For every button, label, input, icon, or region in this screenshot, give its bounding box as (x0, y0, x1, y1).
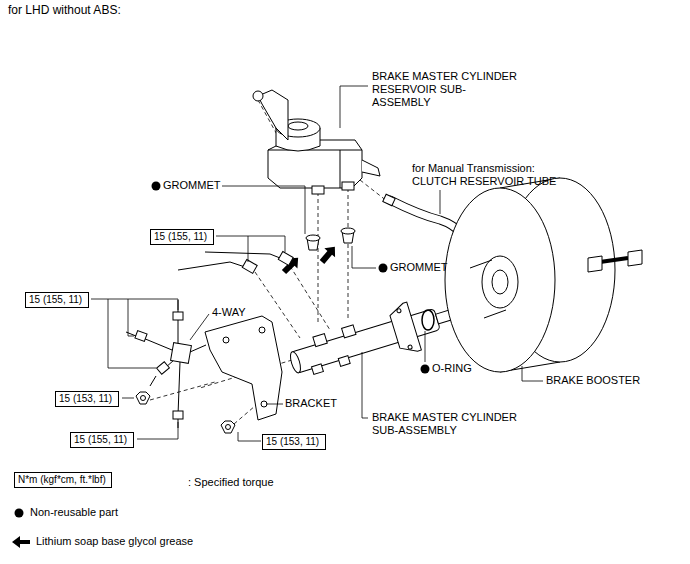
torque-box: 15 (153, 11) (262, 434, 326, 450)
torque-value: 15 (155, 11) (154, 231, 207, 242)
legend-torque-box: N*m (kgf*cm, ft.*lbf) (14, 472, 112, 488)
part-label: for Manual Transmission: CLUTCH RESERVOI… (412, 162, 562, 188)
legend-text: : Specified torque (188, 476, 274, 489)
part-label: BRAKE BOOSTER (546, 374, 640, 387)
legend-text: Lithium soap base glycol grease (36, 535, 193, 548)
torque-value: N*m (kgf*cm, ft.*lbf) (18, 474, 106, 485)
part-label: BRAKE MASTER CYLINDER RESERVOIR SUB-ASSE… (372, 70, 522, 109)
torque-value: 15 (155, 11) (74, 434, 127, 445)
torque-box: 15 (155, 11) (70, 432, 134, 448)
torque-box: 15 (155, 11) (150, 229, 214, 245)
legend-text: Non-reusable part (30, 506, 118, 519)
part-label: O-RING (432, 362, 472, 375)
part-label: GROMMET (390, 261, 447, 274)
torque-value: 15 (153, 11) (59, 393, 112, 404)
part-label: BRACKET (285, 397, 337, 410)
torque-value: 15 (153, 11) (266, 436, 319, 447)
part-label: BRAKE MASTER CYLINDER SUB-ASSEMBLY (372, 411, 522, 437)
diagram-title: for LHD without ABS: (8, 4, 121, 17)
part-label: GROMMET (163, 179, 220, 192)
torque-value: 15 (155, 11) (29, 294, 82, 305)
part-label: 4-WAY (212, 306, 246, 319)
torque-box: 15 (153, 11) (55, 391, 119, 407)
torque-box: 15 (155, 11) (25, 292, 89, 308)
